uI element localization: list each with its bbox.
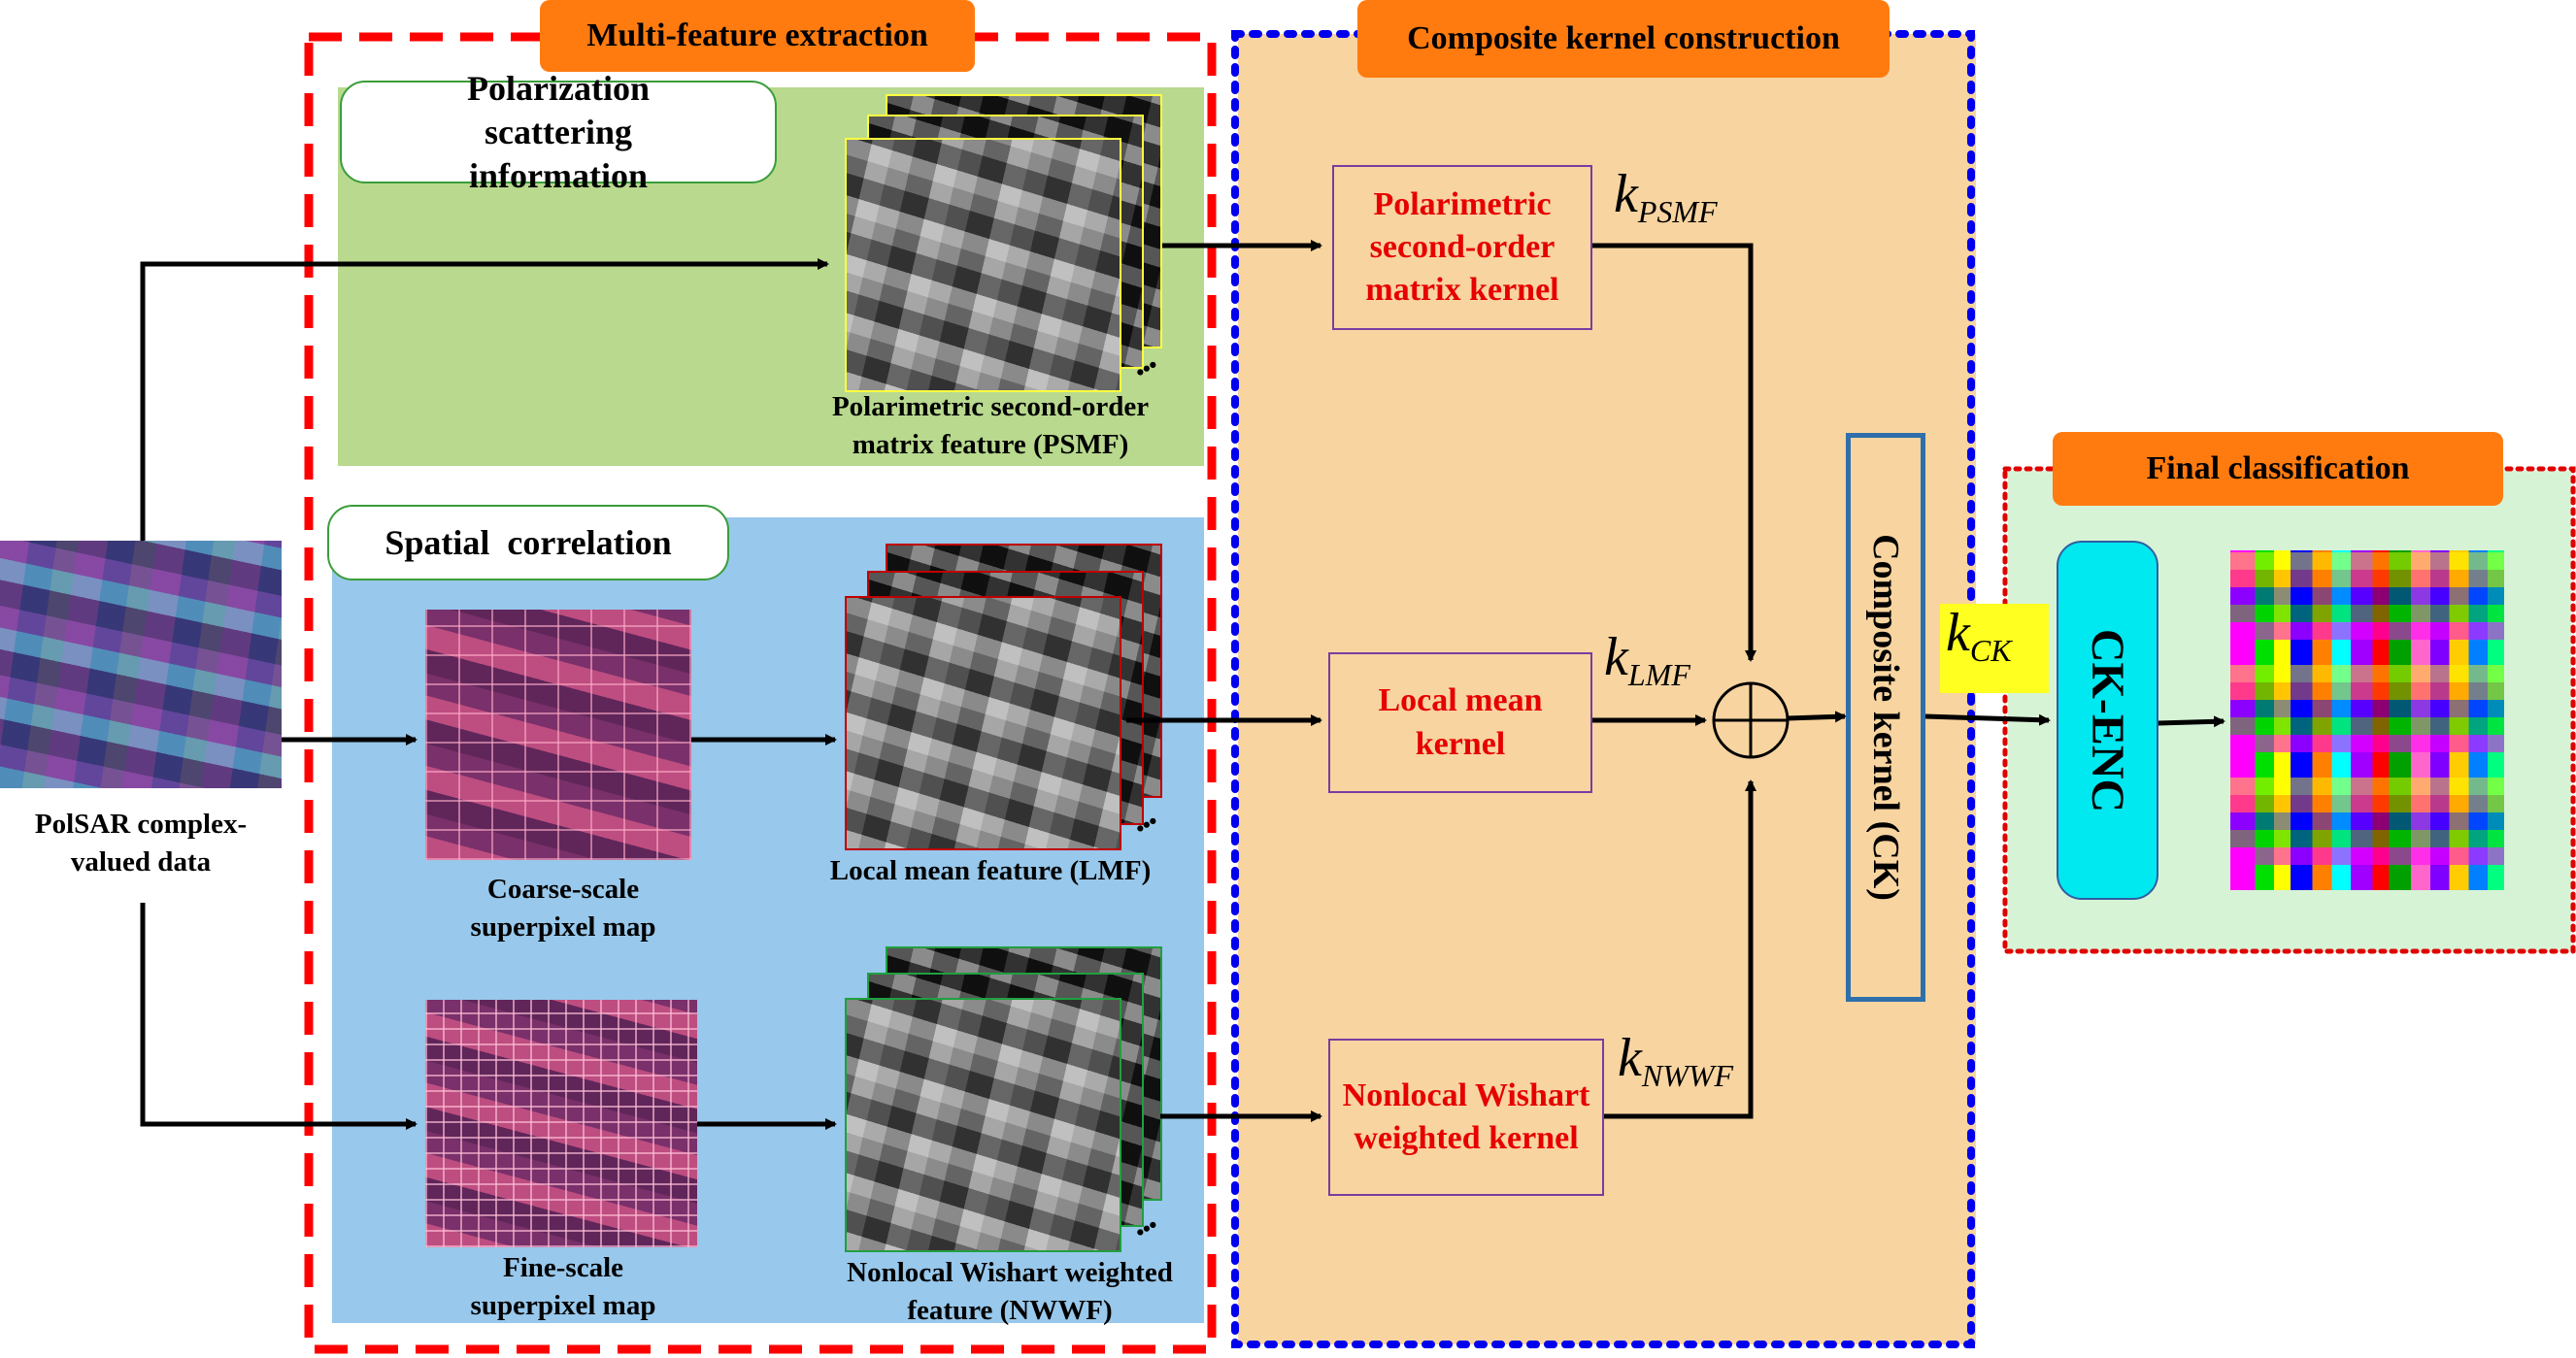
- fine-superpixel-image: [425, 1000, 697, 1247]
- polsar-caption: PolSAR complex-valued data: [34, 809, 248, 878]
- k-psmf-symbol: kPSMF: [1614, 164, 1718, 230]
- spatial-label: Spatial correlation: [327, 505, 729, 580]
- classification-map-image: [2230, 550, 2504, 890]
- polarization-label: Polarization scattering information: [340, 69, 777, 195]
- k-ck-symbol: kCK: [1946, 603, 2012, 669]
- k-ck-highlight: [1940, 604, 2049, 693]
- nwwf-caption: Nonlocal Wishart weighted feature (NWWF): [847, 1257, 1173, 1327]
- composite-kernel-box: Composite kernel (CK): [1846, 433, 1925, 1002]
- coarse-superpixel-image: [425, 610, 691, 860]
- ck-enc-classifier: CK-ENC: [2057, 541, 2158, 900]
- coarse-caption: Coarse-scale superpixel map: [470, 874, 656, 944]
- polsar-input-image: [0, 541, 282, 788]
- psm-kernel-box: Polarimetric second-order matrix kernel: [1332, 165, 1592, 330]
- composite-kernel-title: Composite kernel construction: [1357, 0, 1890, 78]
- multi-feature-title: Multi-feature extraction: [540, 0, 975, 72]
- lmf-caption: Local mean feature (LMF): [829, 855, 1152, 886]
- nwwf-image-front: [845, 998, 1121, 1252]
- k-lmf-symbol: kLMF: [1604, 627, 1690, 693]
- psmf-caption: Polarimetric second-order matrix feature…: [831, 391, 1150, 461]
- nww-kernel-box: Nonlocal Wishart weighted kernel: [1328, 1039, 1604, 1196]
- final-classification-title: Final classification: [2053, 432, 2503, 506]
- fine-caption: Fine-scale superpixel map: [470, 1252, 656, 1322]
- psmf-image-front: [845, 138, 1121, 392]
- lmf-image-front: [845, 596, 1121, 850]
- k-nwwf-symbol: kNWWF: [1618, 1028, 1734, 1094]
- lm-kernel-box: Local mean kernel: [1328, 652, 1592, 793]
